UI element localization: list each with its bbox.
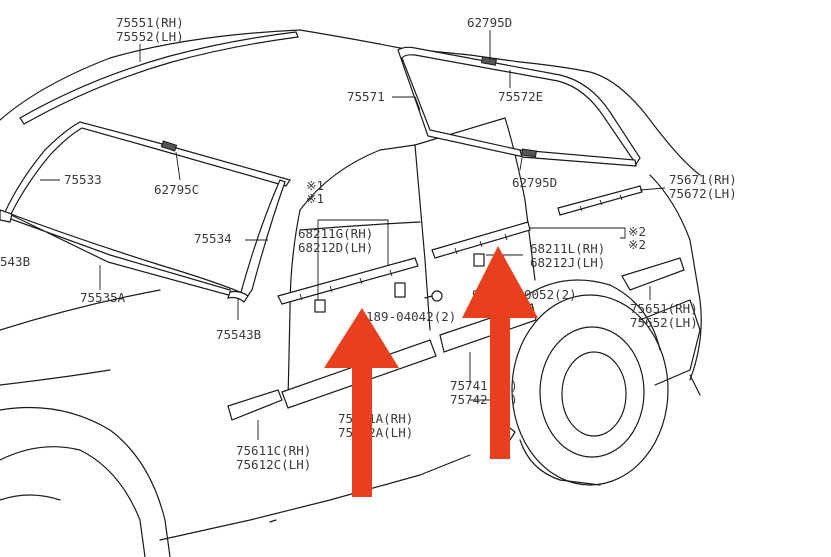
label-04042: 189-04042(2)	[366, 309, 456, 324]
note-1b: ※1	[306, 191, 324, 206]
label-62795d-top: 62795D	[467, 15, 512, 30]
label-62795c: 62795C	[154, 182, 199, 197]
front-door-belt-moulding	[277, 257, 443, 313]
label-543b-left: 543B	[0, 254, 30, 269]
label-75551: 75551(RH)	[116, 15, 184, 30]
label-75533: 75533	[64, 172, 102, 187]
label-68212d: 68212D(LH)	[298, 240, 373, 255]
quarter-moulding-75671	[557, 185, 643, 216]
label-75571: 75571	[347, 89, 385, 104]
vehicle-body-outline	[0, 29, 702, 557]
label-75543b: 75543B	[216, 327, 261, 342]
rear-door-belt-moulding	[431, 221, 531, 267]
label-68211g: 68211G(RH)	[298, 226, 373, 241]
label-68212j: 68212J(LH)	[530, 255, 605, 270]
red-arrow-right	[462, 246, 538, 459]
windshield-moulding	[0, 121, 291, 303]
label-75671: 75671(RH)	[669, 172, 737, 187]
red-arrow-left	[324, 308, 399, 497]
label-75611c: 75611C(RH)	[236, 443, 311, 458]
label-75534: 75534	[194, 231, 232, 246]
note-2a: ※2	[628, 224, 646, 239]
roof-drip-moulding	[19, 31, 299, 125]
label-75552: 75552(LH)	[116, 29, 184, 44]
note-1a: ※1	[306, 178, 324, 193]
label-75732a: 75732A(LH)	[338, 425, 413, 440]
label-0052: 0052(2)	[524, 287, 577, 302]
label-75672: 75672(LH)	[669, 186, 737, 201]
label-75572e: 75572E	[498, 89, 543, 104]
note-2b: ※2	[628, 237, 646, 252]
label-68211l: 68211L(RH)	[530, 241, 605, 256]
label-75612c: 75612C(LH)	[236, 457, 311, 472]
label-75535a: 75535A	[80, 290, 126, 305]
label-75651: 75651(RH)	[630, 301, 698, 316]
leader-lines	[40, 30, 666, 440]
label-75652: 75652(LH)	[630, 315, 698, 330]
label-75731a: 75731A(RH)	[338, 411, 413, 426]
quarter-window-moulding	[397, 46, 641, 167]
label-62795d-mid: 62795D	[512, 175, 557, 190]
